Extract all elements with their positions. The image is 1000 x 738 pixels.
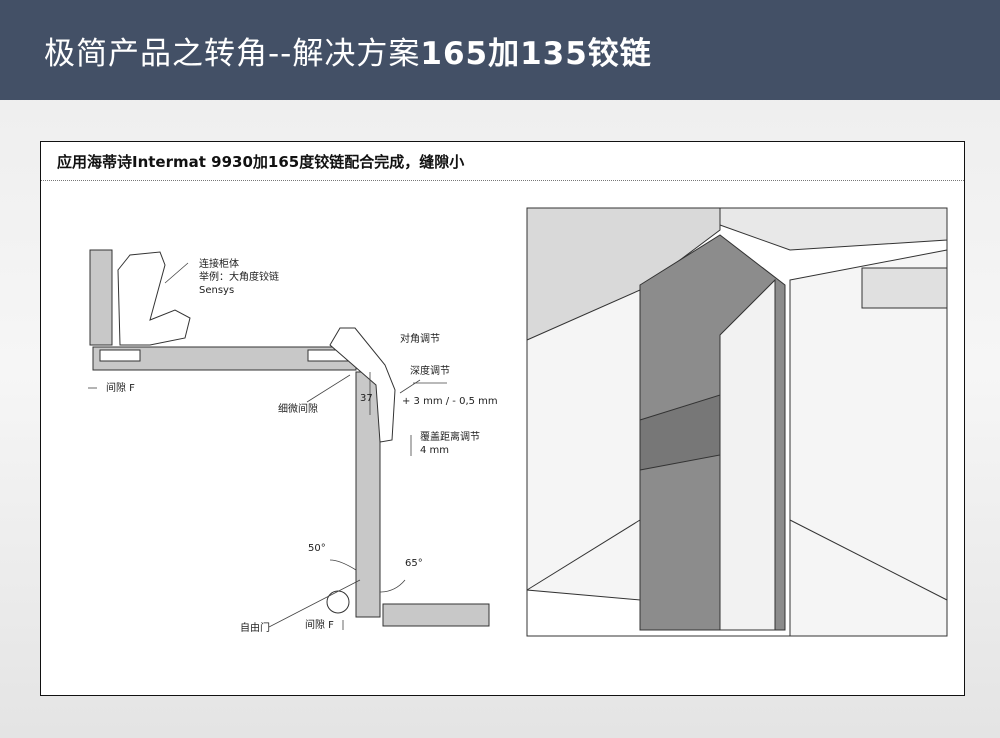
label-dim-37: 37 [360,393,373,404]
label-example: 举例：大角度铰链 [199,272,279,283]
slide-title: 极简产品之转角--解决方案165加135铰链 [44,28,652,73]
title-text: 极简产品之转角--解决方案 [44,36,421,72]
label-gap-f-left: 间隙 F [106,383,135,394]
adjacent-panel [382,603,490,627]
dotted-divider [41,180,964,181]
label-overlay-value: 4 mm [420,445,450,456]
door-knob-icon [326,590,350,614]
panel-subtitle: 应用海蒂诗Intermat 9930加165度铰链配合完成，缝隙小 [57,153,465,171]
label-free-door: 自由门 [240,623,270,634]
label-angle-50: 50° [308,543,326,554]
label-overlay-adjust: 覆盖距离调节 [420,432,480,443]
free-door-panel [355,371,381,618]
label-sensys: Sensys [199,285,235,296]
header-bar: 极简产品之转角--解决方案165加135铰链 [0,0,1000,100]
label-fine-gap: 细微间隙 [278,404,318,415]
title-bold-text: 165加135铰链 [420,36,652,72]
kitchen-illustration [526,207,948,637]
label-diagonal-adjust: 对角调节 [400,334,440,345]
label-gap-f-bottom: 间隙 F [305,620,334,631]
corner-hinge-icon [329,327,396,443]
label-depth-value: + 3 mm / - 0,5 mm [402,396,498,407]
label-angle-65: 65° [405,558,423,569]
label-depth-adjust: 深度调节 [410,366,450,377]
label-connect-cabinet: 连接柜体 [199,259,239,270]
sensys-hinge-icon [117,251,191,346]
cabinet-side-panel [89,249,113,346]
